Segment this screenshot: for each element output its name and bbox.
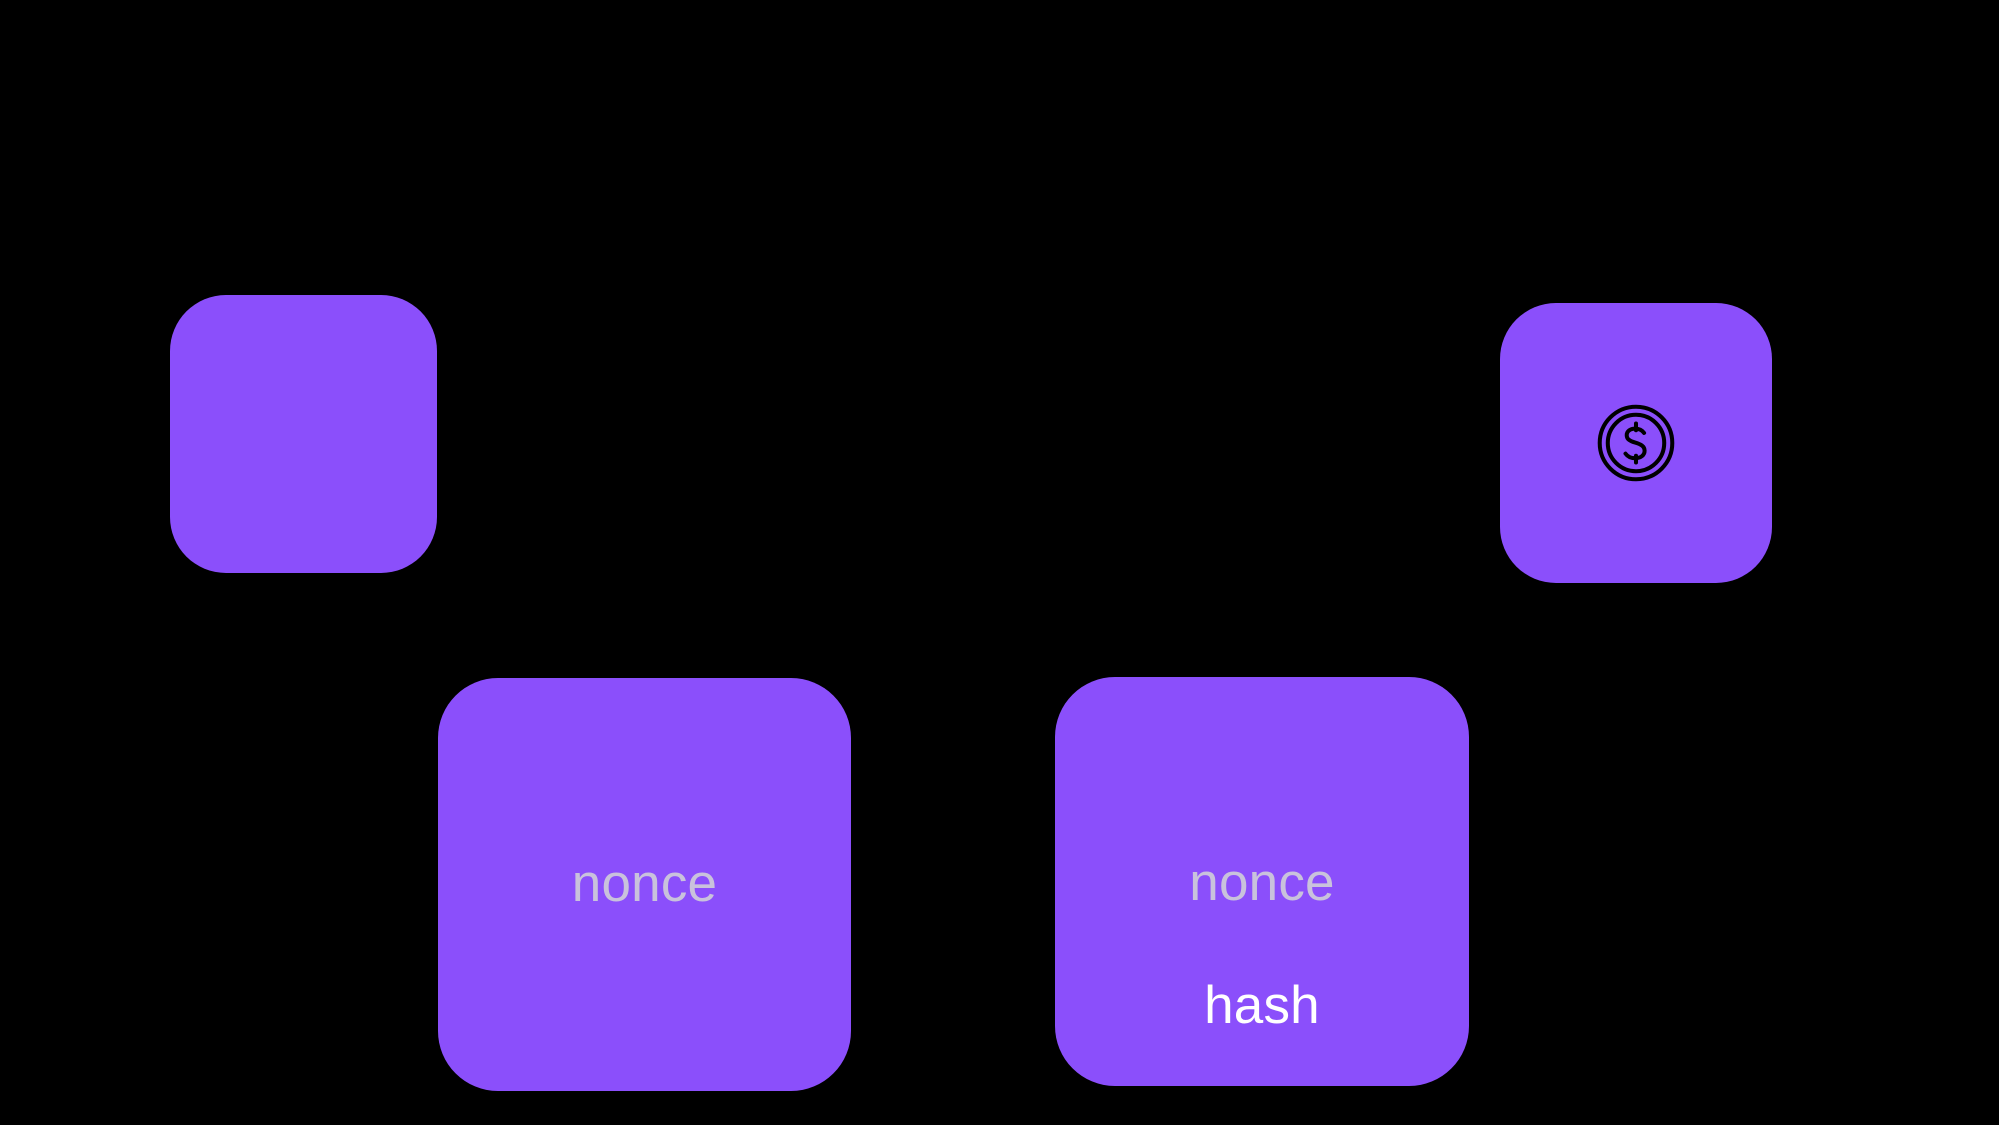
block-card-empty[interactable] (170, 295, 437, 573)
block-card-nonce[interactable]: nonce (438, 678, 851, 1091)
nonce-label: nonce (571, 854, 718, 913)
nonce-label: nonce (1189, 853, 1335, 912)
dollar-coin-icon (1593, 400, 1679, 486)
block-card-coin[interactable] (1500, 303, 1772, 583)
block-card-nonce-hash[interactable]: nonce hash (1055, 677, 1469, 1086)
hash-label: hash (1204, 976, 1320, 1035)
